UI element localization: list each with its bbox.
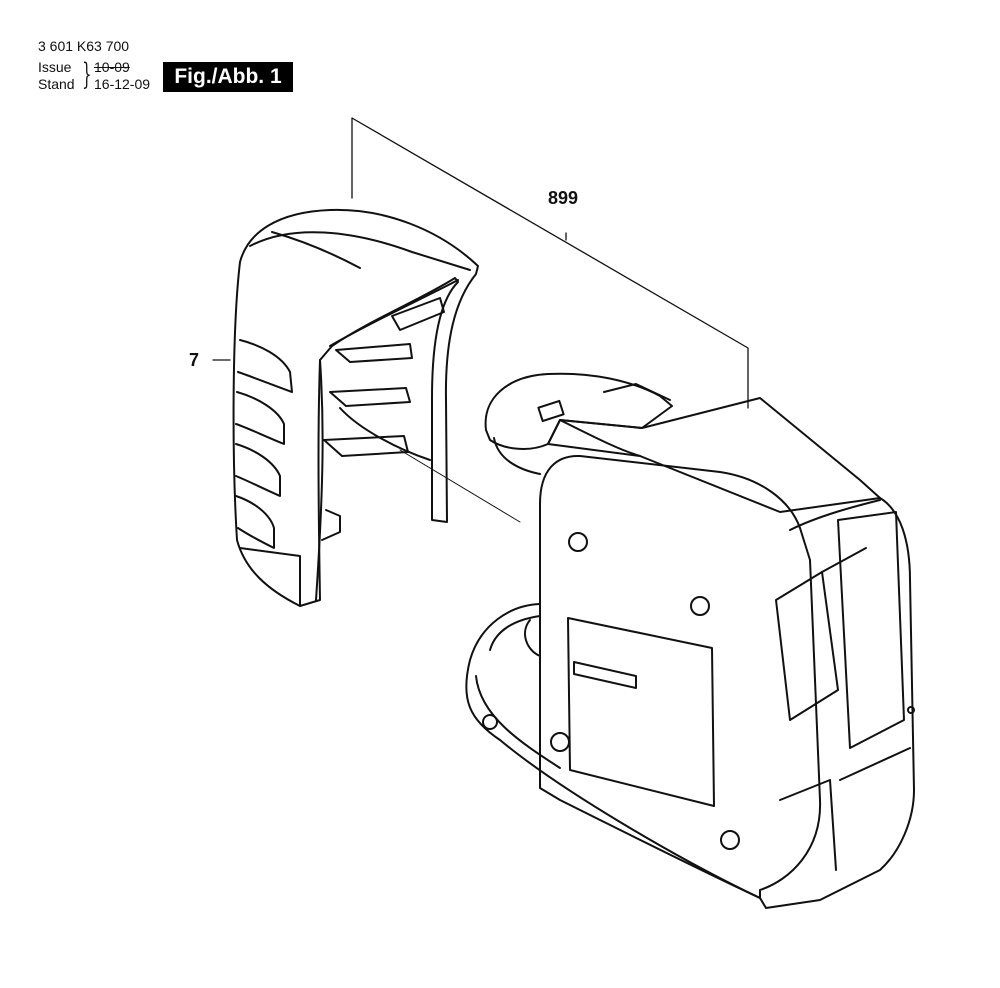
stand-label: Stand [38,76,75,92]
laser-body [465,372,915,909]
callout-7: 7 [189,350,200,370]
issue-date: 10-09 [94,59,130,75]
callout-899: 899 [548,188,579,208]
figure-label: Fig./Abb. 1 [163,62,293,92]
assembly-bracket [351,117,749,409]
stand-date: 16-12-09 [94,76,151,92]
issue-label: Issue [38,59,72,75]
bracket-symbol: } [82,57,92,92]
protective-cover [232,208,479,607]
assembly-guide-line [399,449,521,523]
part-code: 3 601 K63 700 [38,38,130,54]
